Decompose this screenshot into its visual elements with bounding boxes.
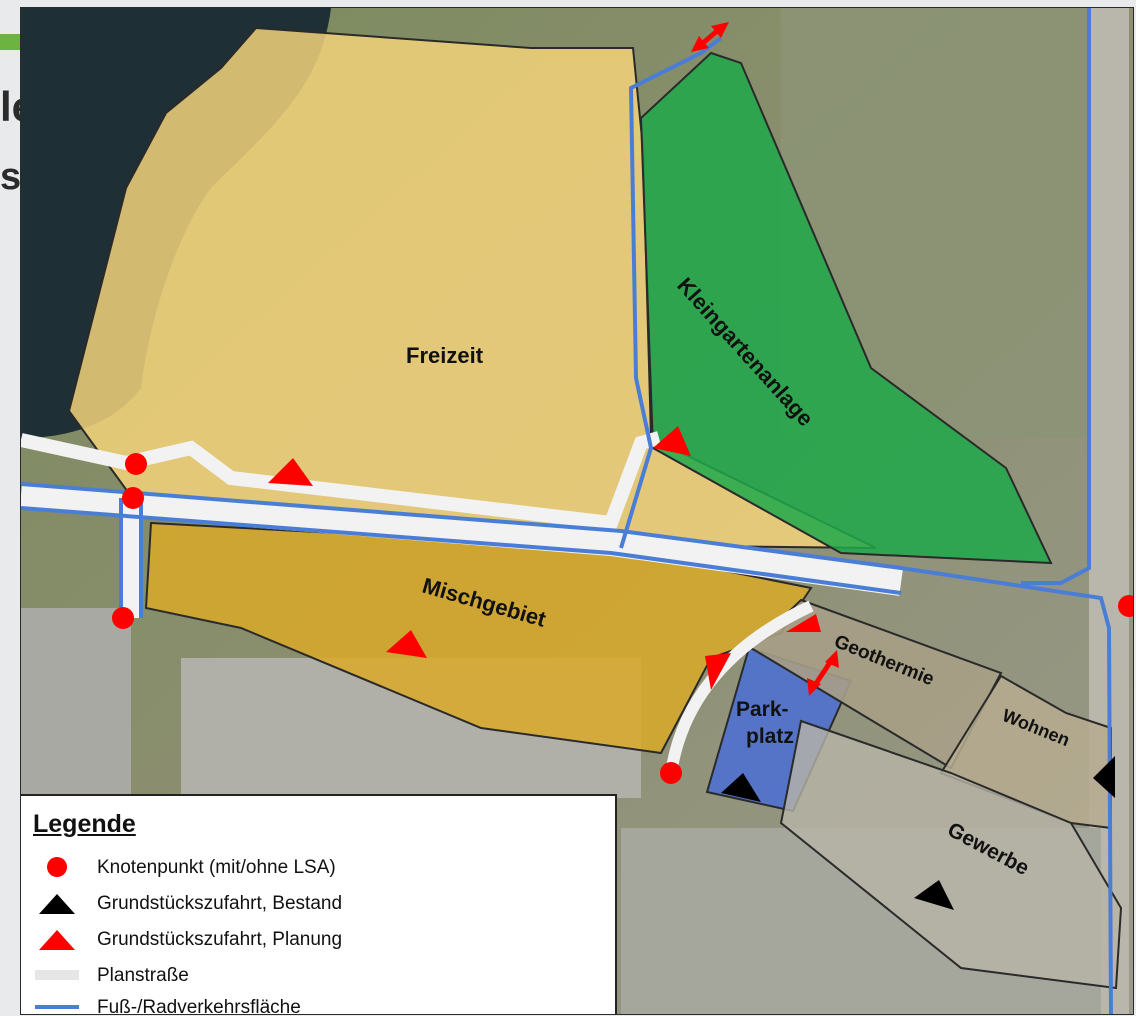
blue-line-icon	[35, 1005, 79, 1009]
legend-item-zufahrt-bestand: Grundstückszufahrt, Bestand	[33, 890, 593, 916]
zone-kleingarten	[639, 51, 1053, 565]
zufahrt-bestand-marker	[1093, 756, 1115, 798]
legend-label: Grundstückszufahrt, Bestand	[97, 893, 343, 914]
zone-label-parkplatz-line2: platz	[746, 725, 794, 748]
zone-label-freizeit: Freizeit	[406, 343, 484, 368]
legend-title: Legende	[33, 810, 136, 838]
red-circle-icon	[47, 857, 67, 877]
legend-label: Grundstückszufahrt, Planung	[97, 929, 343, 950]
legend-item-radweg: Fuß-/Radverkehrsfläche	[33, 994, 593, 1015]
access-arrow-north	[691, 22, 729, 52]
planstrasse-main	[21, 483, 903, 596]
zufahrt-planung-marker	[786, 614, 821, 632]
legend-item-planstrasse: Planstraße	[33, 962, 593, 988]
knotenpunkt-marker	[660, 762, 682, 784]
zufahrt-planung-marker	[705, 653, 731, 690]
legend-label: Knotenpunkt (mit/ohne LSA)	[97, 857, 336, 878]
knotenpunkt-marker	[1118, 595, 1133, 617]
knotenpunkt-marker	[122, 487, 144, 509]
legend-box: Legende Knotenpunkt (mit/ohne LSA) Grund…	[21, 794, 617, 1015]
legend-item-zufahrt-planung: Grundstückszufahrt, Planung	[33, 926, 593, 952]
zufahrt-planung-marker	[268, 458, 313, 486]
radweg-west	[119, 498, 143, 618]
zufahrt-planung-marker	[386, 630, 427, 658]
legend-label: Fuß-/Radverkehrsfläche	[97, 997, 301, 1015]
legend-item-knotenpunkt: Knotenpunkt (mit/ohne LSA)	[33, 854, 593, 880]
zufahrt-bestand-marker	[721, 773, 761, 802]
radweg-south	[21, 506, 902, 595]
grey-bar-icon	[35, 970, 79, 980]
legend-label: Planstraße	[97, 965, 189, 986]
zufahrt-planung-marker	[653, 426, 691, 456]
radweg-north	[619, 36, 723, 549]
radweg-main	[21, 482, 1113, 1014]
red-triangle-icon	[39, 930, 75, 950]
knotenpunkt-marker	[125, 453, 147, 475]
radweg-east	[1021, 8, 1091, 585]
zone-label-parkplatz-line1: Park-	[736, 698, 789, 721]
housing-block-west	[21, 608, 131, 798]
black-triangle-icon	[39, 894, 75, 914]
zufahrt-bestand-marker	[914, 880, 954, 910]
knotenpunkt-marker	[112, 607, 134, 629]
zone-gewerbe	[779, 719, 1123, 990]
access-arrow-parkplatz	[807, 650, 839, 696]
site-map: Freizeit Kleingartenanlage Mischgebiet P…	[20, 7, 1134, 1015]
